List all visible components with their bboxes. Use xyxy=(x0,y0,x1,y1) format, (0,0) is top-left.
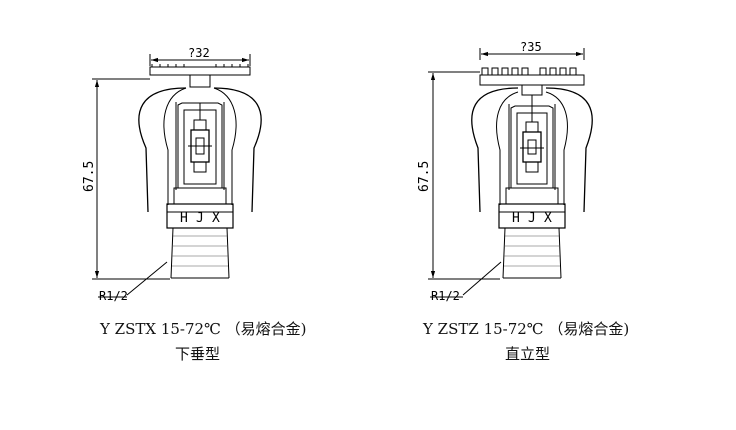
upright-top-dimension-label: ?35 xyxy=(520,40,542,54)
pendent-marking-h: H xyxy=(180,211,188,226)
pendent-sprinkler-drawing xyxy=(92,54,262,298)
thread-leader xyxy=(462,261,502,296)
pendent-marking-x: X xyxy=(212,211,220,226)
upright-thread-label: R1/2 xyxy=(431,289,460,303)
pendent-model-caption: Y ZSTX 15-72℃ （易熔合金) xyxy=(100,320,307,338)
upright-marking-j: J xyxy=(528,211,536,226)
upright-sprinkler-drawing xyxy=(428,48,593,298)
pendent-type-caption: 下垂型 xyxy=(175,345,221,363)
upright-model-caption: Y ZSTZ 15-72℃ （易熔合金) xyxy=(423,320,630,338)
upright-marking-h: H xyxy=(512,211,520,226)
upright-marking-x: X xyxy=(544,211,552,226)
pendent-thread-label: R1/2 xyxy=(99,289,128,303)
pendent-height-dimension-label: 67.5 xyxy=(82,161,97,192)
thread-leader xyxy=(126,261,168,296)
pendent-marking-j: J xyxy=(196,211,204,226)
upright-type-caption: 直立型 xyxy=(505,345,551,363)
pendent-top-dimension-label: ?32 xyxy=(188,46,210,60)
upright-height-dimension-label: 67.5 xyxy=(417,161,432,192)
